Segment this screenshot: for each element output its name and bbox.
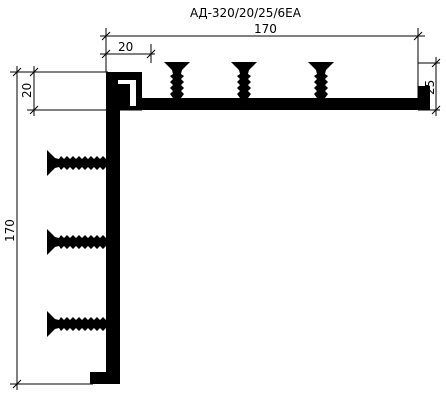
top-anchor-ribs [164,62,334,98]
dim-left-corner: 20 [20,83,34,98]
dim-top-overall: 170 [254,22,277,36]
corner-hook [106,72,150,384]
left-anchor-ribs [47,150,106,337]
vertical-leg-bumps [106,178,111,304]
right-end-lip [418,86,430,110]
top-flange [142,98,430,110]
dim-top-corner: 20 [118,40,133,54]
drawing-title: АД-320/20/25/6ЕА [190,6,302,20]
bottom-foot [90,372,120,384]
dim-left-overall: 170 [3,219,17,242]
dimension-lines [10,28,441,390]
waterstop-profile [47,62,430,384]
